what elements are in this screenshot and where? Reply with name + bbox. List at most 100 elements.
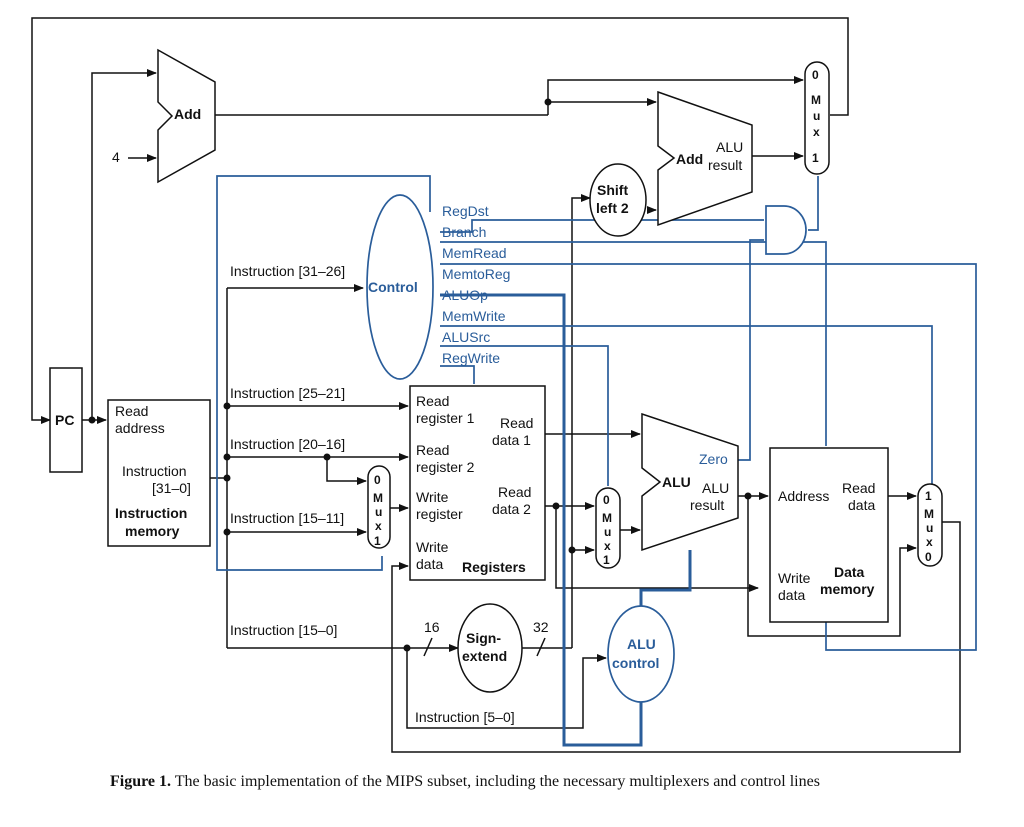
memtoreg-mux-m: M xyxy=(924,507,934,521)
data-wires xyxy=(31,17,961,753)
regdst-mux: 0 M u x 1 xyxy=(367,465,391,549)
figure-caption: Figure 1. The basic implementation of th… xyxy=(110,773,820,790)
imem-address: address xyxy=(115,420,165,436)
alu-label: ALU xyxy=(662,474,691,490)
alusrc-mux-x: x xyxy=(604,539,611,553)
field-rd: Instruction [15–11] xyxy=(230,510,344,526)
reg-rd2a: Read xyxy=(498,484,531,500)
regdst-mux-one: 1 xyxy=(374,534,381,548)
pc-adder: Add xyxy=(157,48,216,184)
reg-rr2a: Read xyxy=(416,442,449,458)
dmem-address: Address xyxy=(778,488,829,504)
pc-mux: 0 M u x 1 xyxy=(804,61,830,175)
regdst-mux-u: u xyxy=(375,505,382,519)
regdst-mux-zero: 0 xyxy=(374,473,381,487)
reg-wra: Write xyxy=(416,489,449,505)
reg-rr1b: register 1 xyxy=(416,410,475,426)
sign-extend: Sign- extend 16 32 xyxy=(424,603,549,693)
instruction-field-labels: Instruction [31–26] Instruction [25–21] … xyxy=(230,263,515,725)
pc-adder-label: Add xyxy=(174,106,201,122)
reg-rd2b: data 2 xyxy=(492,501,531,517)
branch-adder-alu-label: ALU xyxy=(716,139,743,155)
dmem-read-1: Read xyxy=(842,480,875,496)
const-four-label: 4 xyxy=(112,149,120,165)
alusrc-mux-m: M xyxy=(602,511,612,525)
reg-rr2b: register 2 xyxy=(416,459,475,475)
memtoreg-mux: 1 M u x 0 xyxy=(917,483,943,567)
reg-rd1a: Read xyxy=(500,415,533,431)
dmem-name-1: Data xyxy=(834,564,865,580)
pc-mux-u: u xyxy=(813,109,820,123)
reg-rd1b: data 1 xyxy=(492,432,531,448)
signal-regdst: RegDst xyxy=(442,203,489,219)
control-signal-labels: RegDst Branch MemRead MemtoReg ALUOp Mem… xyxy=(442,203,510,366)
signal-memtoreg: MemtoReg xyxy=(442,266,510,282)
alu-zero-label: Zero xyxy=(699,451,728,467)
imem-name-2: memory xyxy=(125,523,180,539)
alu-result-2: result xyxy=(690,497,724,513)
branch-adder: Add ALU result xyxy=(657,90,753,227)
shift-left-2: Shift left 2 xyxy=(589,163,647,237)
shift-label-1: Shift xyxy=(597,182,628,198)
register-file: Read register 1 Read register 2 Write re… xyxy=(409,385,546,581)
pc-mux-zero: 0 xyxy=(812,68,819,82)
alusrc-mux: 0 M u x 1 xyxy=(595,487,621,569)
pc-mux-one: 1 xyxy=(812,151,819,165)
field-imm: Instruction [15–0] xyxy=(230,622,337,638)
caption-label: Figure 1. xyxy=(110,773,171,790)
alu-result-1: ALU xyxy=(702,480,729,496)
dmem-write-2: data xyxy=(778,587,805,603)
sign-extend-label-1: Sign- xyxy=(466,630,501,646)
pc-register: PC xyxy=(49,367,83,473)
pc-label: PC xyxy=(55,412,74,428)
branch-adder-result-label: result xyxy=(708,157,742,173)
sign-extend-label-2: extend xyxy=(462,648,507,664)
dmem-write-1: Write xyxy=(778,570,811,586)
alu-control-label-1: ALU xyxy=(627,636,656,652)
caption-text: The basic implementation of the MIPS sub… xyxy=(171,773,820,790)
memtoreg-mux-x: x xyxy=(926,535,933,549)
sign-extend-out-bits: 32 xyxy=(533,619,549,635)
signal-memwrite: MemWrite xyxy=(442,308,506,324)
branch-and-gate xyxy=(765,205,807,255)
control-unit: Control xyxy=(366,194,434,380)
control-label: Control xyxy=(368,279,418,295)
alusrc-mux-one: 1 xyxy=(603,553,610,567)
signal-memread: MemRead xyxy=(442,245,507,261)
reg-rr1a: Read xyxy=(416,393,449,409)
alu-control: ALU control xyxy=(607,605,675,703)
alusrc-mux-u: u xyxy=(604,525,611,539)
signal-branch: Branch xyxy=(442,224,486,240)
field-funct: Instruction [5–0] xyxy=(415,709,515,725)
memtoreg-mux-u: u xyxy=(926,521,933,535)
dmem-read-2: data xyxy=(848,497,875,513)
imem-bits: [31–0] xyxy=(152,480,191,496)
reg-wrb: register xyxy=(416,506,463,522)
branch-adder-label: Add xyxy=(676,151,703,167)
imem-read: Read xyxy=(115,403,148,419)
sign-extend-in-bits: 16 xyxy=(424,619,440,635)
field-rs: Instruction [25–21] xyxy=(230,385,345,401)
regdst-mux-x: x xyxy=(375,519,382,533)
shift-label-2: left 2 xyxy=(596,200,629,216)
pc-mux-x: x xyxy=(813,125,820,139)
field-rt: Instruction [20–16] xyxy=(230,436,345,452)
imem-name-1: Instruction xyxy=(115,505,187,521)
instruction-memory: Read address Instruction [31–0] Instruct… xyxy=(107,399,211,547)
signal-aluop: ALUOp xyxy=(442,287,488,303)
alusrc-mux-zero: 0 xyxy=(603,493,610,507)
regdst-mux-m: M xyxy=(373,491,383,505)
data-memory: Address Read data Write data Data memory xyxy=(769,447,889,623)
memtoreg-mux-zero: 0 xyxy=(925,550,932,564)
field-op: Instruction [31–26] xyxy=(230,263,345,279)
signal-regwrite: RegWrite xyxy=(442,350,500,366)
reg-name: Registers xyxy=(462,559,526,575)
dmem-name-2: memory xyxy=(820,581,875,597)
reg-wda: Write xyxy=(416,539,449,555)
reg-wdb: data xyxy=(416,556,443,572)
signal-alusrc: ALUSrc xyxy=(442,329,490,345)
imem-instruction: Instruction xyxy=(122,463,187,479)
main-alu: ALU ALU result Zero xyxy=(641,412,739,552)
pc-mux-m: M xyxy=(811,93,821,107)
